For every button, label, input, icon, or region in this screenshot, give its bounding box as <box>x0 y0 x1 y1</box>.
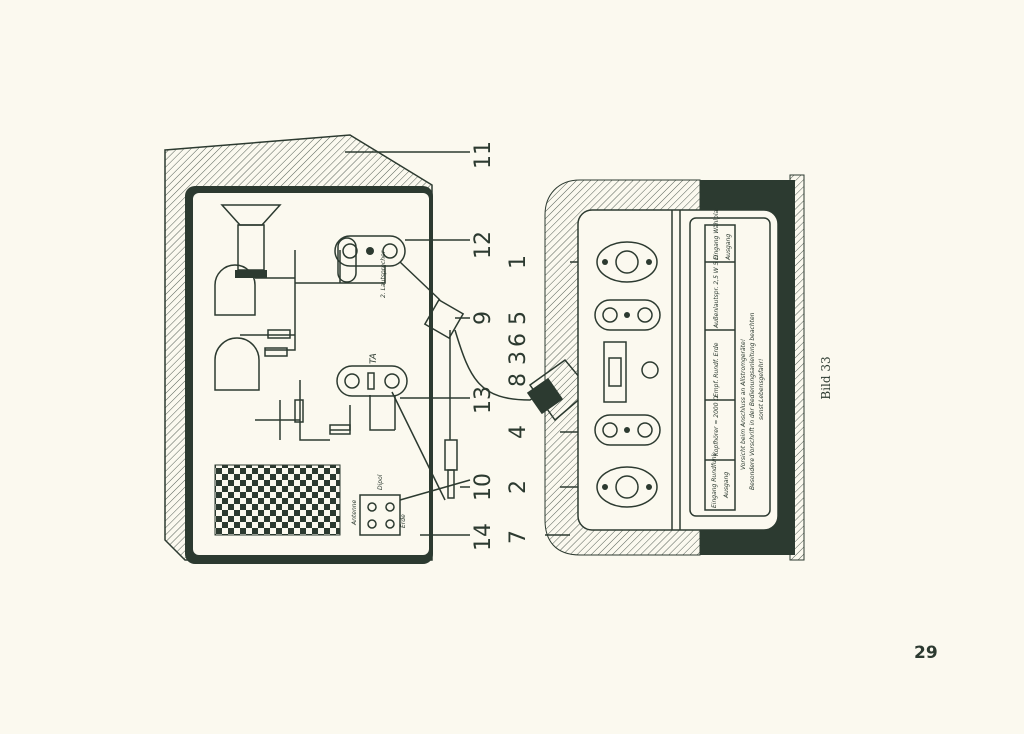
pickup-label: TA <box>369 353 379 364</box>
callout-12: 12 <box>471 231 496 259</box>
callout-7: 7 <box>506 530 531 544</box>
svg-text:Eingang Rundfunk: Eingang Rundfunk <box>711 452 718 508</box>
dipole-label: Dipol <box>377 474 384 490</box>
socket-5[interactable] <box>594 299 661 331</box>
callout-14: 14 <box>471 523 496 551</box>
callout-9: 9 <box>471 311 496 325</box>
panel-label-table: Eingang Rundfunk Ausgang Kopfhörer ≈ 200… <box>704 206 765 511</box>
callouts-right: 1 5 6 3 8 4 2 7 <box>506 255 531 544</box>
socket-3[interactable] <box>603 341 627 403</box>
svg-text:Eingang Wählplan: Eingang Wählplan <box>713 206 720 260</box>
antenna-terminal-block[interactable] <box>359 494 401 536</box>
callout-8: 8 <box>506 373 531 387</box>
speaker-socket[interactable] <box>334 235 406 283</box>
device-front-panel: Eingang Rundfunk Ausgang Kopfhörer ≈ 200… <box>544 174 805 561</box>
svg-text:Außenlautspr. 2,5 W 5 Ω: Außenlautspr. 2,5 W 5 Ω <box>713 255 720 329</box>
callout-3: 3 <box>506 351 531 365</box>
svg-text:Ausgang: Ausgang <box>723 472 730 499</box>
callout-10: 10 <box>471 473 496 501</box>
socket-2[interactable] <box>596 466 658 508</box>
tube-icon <box>214 337 260 391</box>
callout-11: 11 <box>471 141 496 169</box>
earth-label: Erde <box>400 514 407 528</box>
callout-13: 13 <box>471 386 496 414</box>
warning-line-2: Besondere Vorschrift in der Bedienungsan… <box>749 312 756 490</box>
figure-caption: Bild 33 <box>819 356 833 399</box>
socket-6[interactable] <box>641 361 659 379</box>
callout-5: 5 <box>506 311 531 325</box>
antenna-label: Antenne <box>351 499 358 526</box>
callout-2: 2 <box>506 480 531 494</box>
callout-6: 6 <box>506 333 531 347</box>
pickup-socket[interactable] <box>336 365 408 397</box>
socket-1[interactable] <box>596 241 658 283</box>
speaker-socket-label: 2. Lautsprecher <box>380 250 387 298</box>
callout-4: 4 <box>506 425 531 439</box>
plug-9[interactable] <box>423 298 465 340</box>
callout-1: 1 <box>506 255 531 269</box>
svg-text:Kopfhörer ≈ 2000 Ω: Kopfhörer ≈ 2000 Ω <box>713 396 720 456</box>
svg-text:Ausgang: Ausgang <box>725 234 732 261</box>
tube-icon <box>214 264 256 316</box>
plug-10[interactable] <box>444 439 458 471</box>
ventilation-grille <box>214 464 341 536</box>
page-number: 29 <box>914 643 938 663</box>
svg-text:Empf. Rundf. Erde: Empf. Rundf. Erde <box>713 342 720 397</box>
socket-4[interactable] <box>594 414 661 446</box>
radio-back-view: 2. Lautsprecher TA Antenne Dipol Erde <box>164 134 433 564</box>
warning-line-1: Vorsicht beim Anschluss an Allstromgerät… <box>740 339 747 470</box>
warning-line-3: sonst Lebensgefahr! <box>758 359 765 420</box>
callouts-left: 11 12 9 13 10 14 <box>471 141 496 551</box>
